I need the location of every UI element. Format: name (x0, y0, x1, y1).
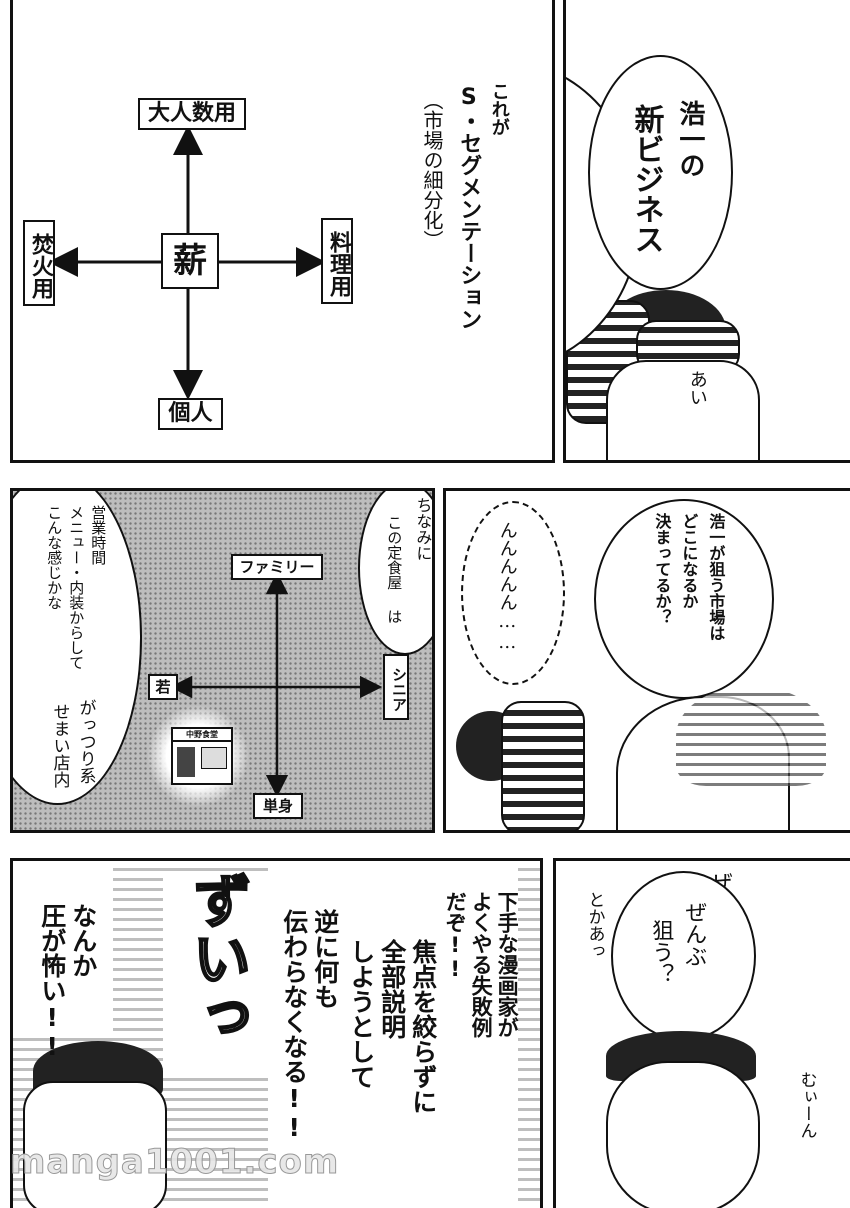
sfx-ai: あい (686, 370, 708, 406)
restaurant-bottom-label: 単身 (253, 793, 303, 819)
bubble-text-wa: は (385, 609, 404, 624)
bubble-text-new-business: 新ビジネス (628, 104, 664, 254)
speech-bubble-new-business (588, 55, 733, 290)
bubble-text-nerau: 狙う？ (648, 919, 674, 985)
diagram-center-label: 薪 (161, 233, 219, 289)
panel-segmentation-diagram: 薪 大人数用 個人 焚火用 料理用 (10, 0, 555, 463)
panel-new-business: あい 浩一の 新ビジネス (563, 0, 850, 463)
restaurant-top-label: ファミリー (231, 554, 323, 580)
left-text-bg (13, 861, 113, 1031)
handwritten-narrow: せまい店内 (49, 703, 70, 788)
boy-face-figure (586, 1031, 786, 1208)
text-trying: しようとして (346, 939, 376, 1089)
bubble-text-s-segmentation: S・セグメンテーション (456, 85, 482, 330)
shop-icon: 中野食堂 (171, 727, 233, 785)
text-nothing-conveyed: 伝わらなくなる!! (279, 909, 309, 1142)
text-nanka: なんか (68, 903, 98, 978)
boy-figure (566, 280, 850, 460)
main-text-bg (268, 866, 518, 1206)
restaurant-diagram-arrows (169, 571, 383, 798)
sfx-zui-bg (163, 871, 273, 1071)
text-dazo: だぞ!! (443, 891, 468, 981)
man-figure (596, 686, 850, 830)
panel-failure-example: ずいっ 下手な漫画家が よくやる失敗例 だぞ!! 焦点を絞らずに 全部説明 しよ… (10, 858, 543, 1208)
panel-restaurant-diagram: 営業時間 メニュー・内装からして こんな感じかな がっつり系 せまい店内 ちなみ… (10, 488, 435, 833)
speech-bubble-aim-all (611, 871, 756, 1041)
aside-tokaa: とかあっ (584, 891, 605, 959)
shop-sign: 中野食堂 (173, 729, 231, 742)
boy-thinking-figure (446, 691, 586, 830)
bubble-text-zenbu: ぜんぶ (681, 901, 707, 967)
narration-text-hours: 営業時間 (89, 505, 108, 565)
bubble-text-kore-ga: これが (488, 82, 510, 136)
bubble-text-this-shop: この定食屋 (385, 515, 404, 590)
restaurant-right-label: シニア (383, 654, 409, 720)
text-without-focus: 焦点を絞らずに (408, 939, 438, 1114)
narration-text-menu: メニュー・内装からして (67, 505, 86, 670)
sfx-muin: むぃーん (796, 1071, 817, 1139)
text-conversely: 逆に何も (310, 909, 340, 1009)
panel-aim-everything: ぜ ぜんぶ 狙う？ とかあっ むぃーん (553, 858, 850, 1208)
diagram-bottom-label: 個人 (158, 398, 223, 430)
diagram-right-label: 料理用 (321, 218, 353, 304)
sfx-zui: ずいっ (181, 870, 251, 1047)
watermark: manga1001.com (9, 1142, 340, 1183)
bubble-text-decided: 決まってるか？ (652, 513, 672, 625)
panel-which-market: んんんんん…… 浩一が狙う市場は どこになるか 決まってるか？ (443, 488, 850, 833)
text-explain-all: 全部説明 (377, 939, 407, 1039)
diagram-top-label: 大人数用 (138, 98, 246, 130)
restaurant-left-label: 若 (148, 674, 178, 700)
bubble-text-koichi: 浩一の (674, 100, 705, 178)
bubble-text-market-subdivision: （市場の細分化） (420, 90, 444, 250)
hum-thought-bubble (461, 501, 565, 685)
hum-thought-text: んんんんん…… (496, 521, 518, 653)
text-scary-pressure: 圧が怖い!! (37, 903, 67, 1061)
bubble-text-koichi-market: 浩一が狙う市場は (706, 513, 726, 641)
narration-text-feel: こんな感じかな (45, 505, 64, 610)
text-bad-mangaka: 下手な漫画家が (495, 891, 520, 1038)
aside-chinamini: ちなみに (413, 497, 433, 561)
shouting-man-figure (13, 1021, 167, 1208)
diagram-left-label: 焚火用 (23, 220, 55, 306)
handwritten-hearty: がっつり系 (75, 699, 96, 784)
text-common-failure: よくやる失敗例 (469, 891, 494, 1038)
this-shop-bubble (358, 491, 432, 655)
bubble-text-where: どこになるか (679, 513, 699, 609)
